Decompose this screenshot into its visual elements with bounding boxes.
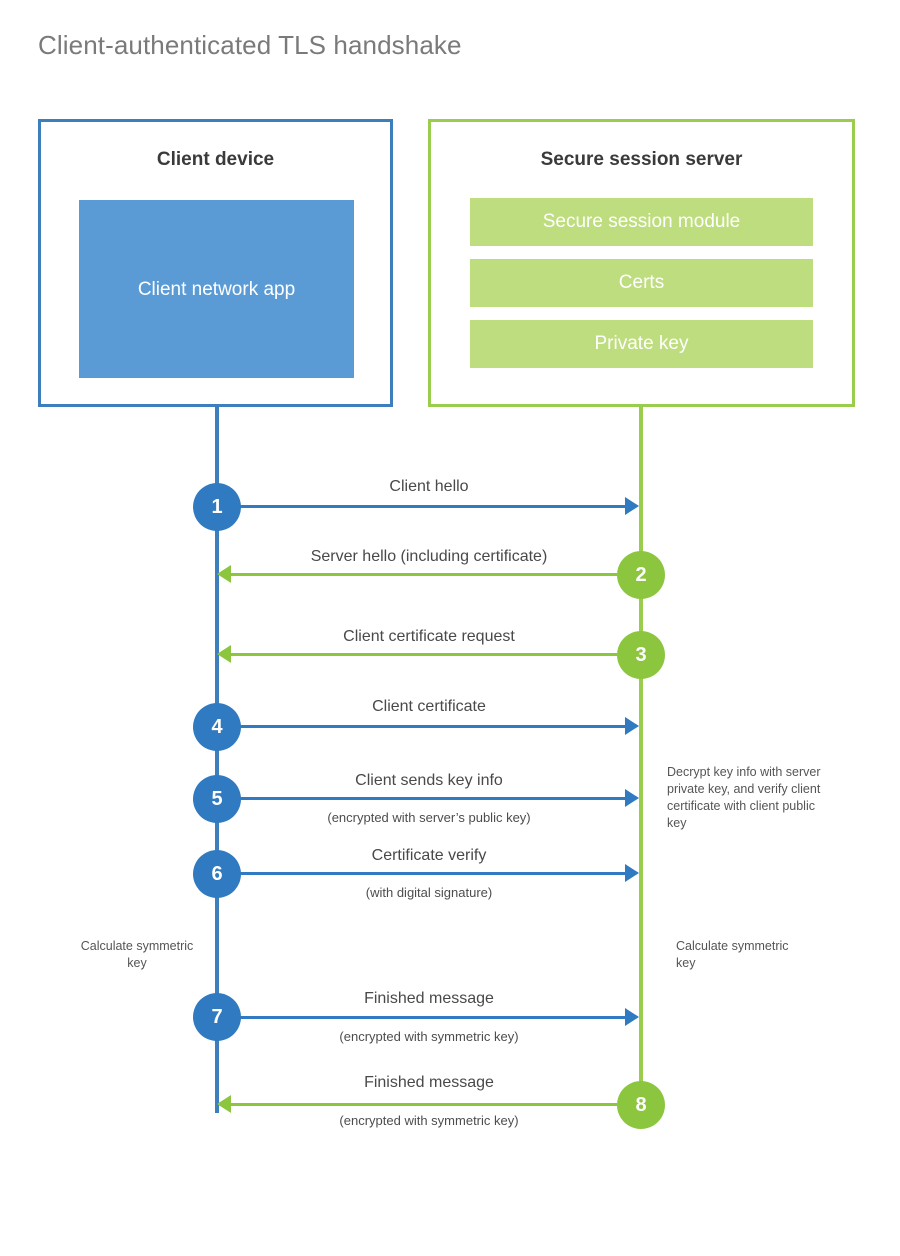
- step-6-circle[interactable]: 6: [193, 850, 241, 898]
- step-1-arrowhead-icon: [625, 497, 639, 515]
- step-6-arrow-line: [239, 872, 627, 875]
- step-6-sublabel: (with digital signature): [365, 885, 493, 900]
- client-device-box: Client device Client network app: [38, 119, 393, 407]
- step-4-label: Client certificate: [372, 698, 486, 715]
- server-lifeline: [639, 405, 643, 1105]
- step-3-arrowhead-icon: [217, 645, 231, 663]
- step-5-label: Client sends key info: [355, 772, 503, 789]
- step-7-arrow-line: [239, 1016, 627, 1019]
- step-8-circle[interactable]: 8: [617, 1081, 665, 1129]
- step-5-sublabel: (encrypted with server’s public key): [327, 810, 531, 825]
- server-component-certs: Certs: [470, 259, 813, 307]
- step-1-arrow-line: [239, 505, 627, 508]
- step-8-arrowhead-icon: [217, 1095, 231, 1113]
- server-component-secure-session-module: Secure session module: [470, 198, 813, 246]
- server-component-private-key: Private key: [470, 320, 813, 368]
- client-lifeline: [215, 405, 219, 1113]
- step-5-arrow-line: [239, 797, 627, 800]
- step-4-circle[interactable]: 4: [193, 703, 241, 751]
- secure-session-server-box: Secure session server Secure session mod…: [428, 119, 855, 407]
- step-1-circle[interactable]: 1: [193, 483, 241, 531]
- step-2-arrow-line: [231, 573, 617, 576]
- server-decrypt-note: Decrypt key info with server private key…: [667, 765, 821, 830]
- step-5-circle[interactable]: 5: [193, 775, 241, 823]
- client-network-app-block: Client network app: [79, 200, 354, 378]
- step-8-label: Finished message: [364, 1074, 494, 1091]
- step-7-circle[interactable]: 7: [193, 993, 241, 1041]
- step-6-arrowhead-icon: [625, 864, 639, 882]
- step-3-label: Client certificate request: [343, 628, 515, 645]
- step-4-arrowhead-icon: [625, 717, 639, 735]
- step-6-label: Certificate verify: [371, 847, 487, 864]
- page-title: Client-authenticated TLS handshake: [38, 30, 462, 60]
- step-4-arrow-line: [239, 725, 627, 728]
- step-2-arrowhead-icon: [217, 565, 231, 583]
- secure-session-server-title: Secure session server: [540, 149, 743, 170]
- step-1-label: Client hello: [389, 478, 469, 495]
- server-calculate-symmetric-key-note: Calculate symmetric key: [676, 939, 789, 970]
- step-8-sublabel: (encrypted with symmetric key): [339, 1113, 519, 1128]
- step-3-arrow-line: [231, 653, 617, 656]
- step-7-arrowhead-icon: [625, 1008, 639, 1026]
- step-8-arrow-line: [231, 1103, 617, 1106]
- step-2-label: Server hello (including certificate): [310, 548, 548, 565]
- client-device-title: Client device: [156, 149, 275, 170]
- step-7-sublabel: (encrypted with symmetric key): [339, 1029, 519, 1044]
- step-7-label: Finished message: [364, 990, 494, 1007]
- client-calculate-symmetric-key-note: Calculate symmetric key: [80, 939, 194, 970]
- step-2-circle[interactable]: 2: [617, 551, 665, 599]
- step-3-circle[interactable]: 3: [617, 631, 665, 679]
- server-component-list: Secure session module Certs Private key: [470, 198, 813, 381]
- step-5-arrowhead-icon: [625, 789, 639, 807]
